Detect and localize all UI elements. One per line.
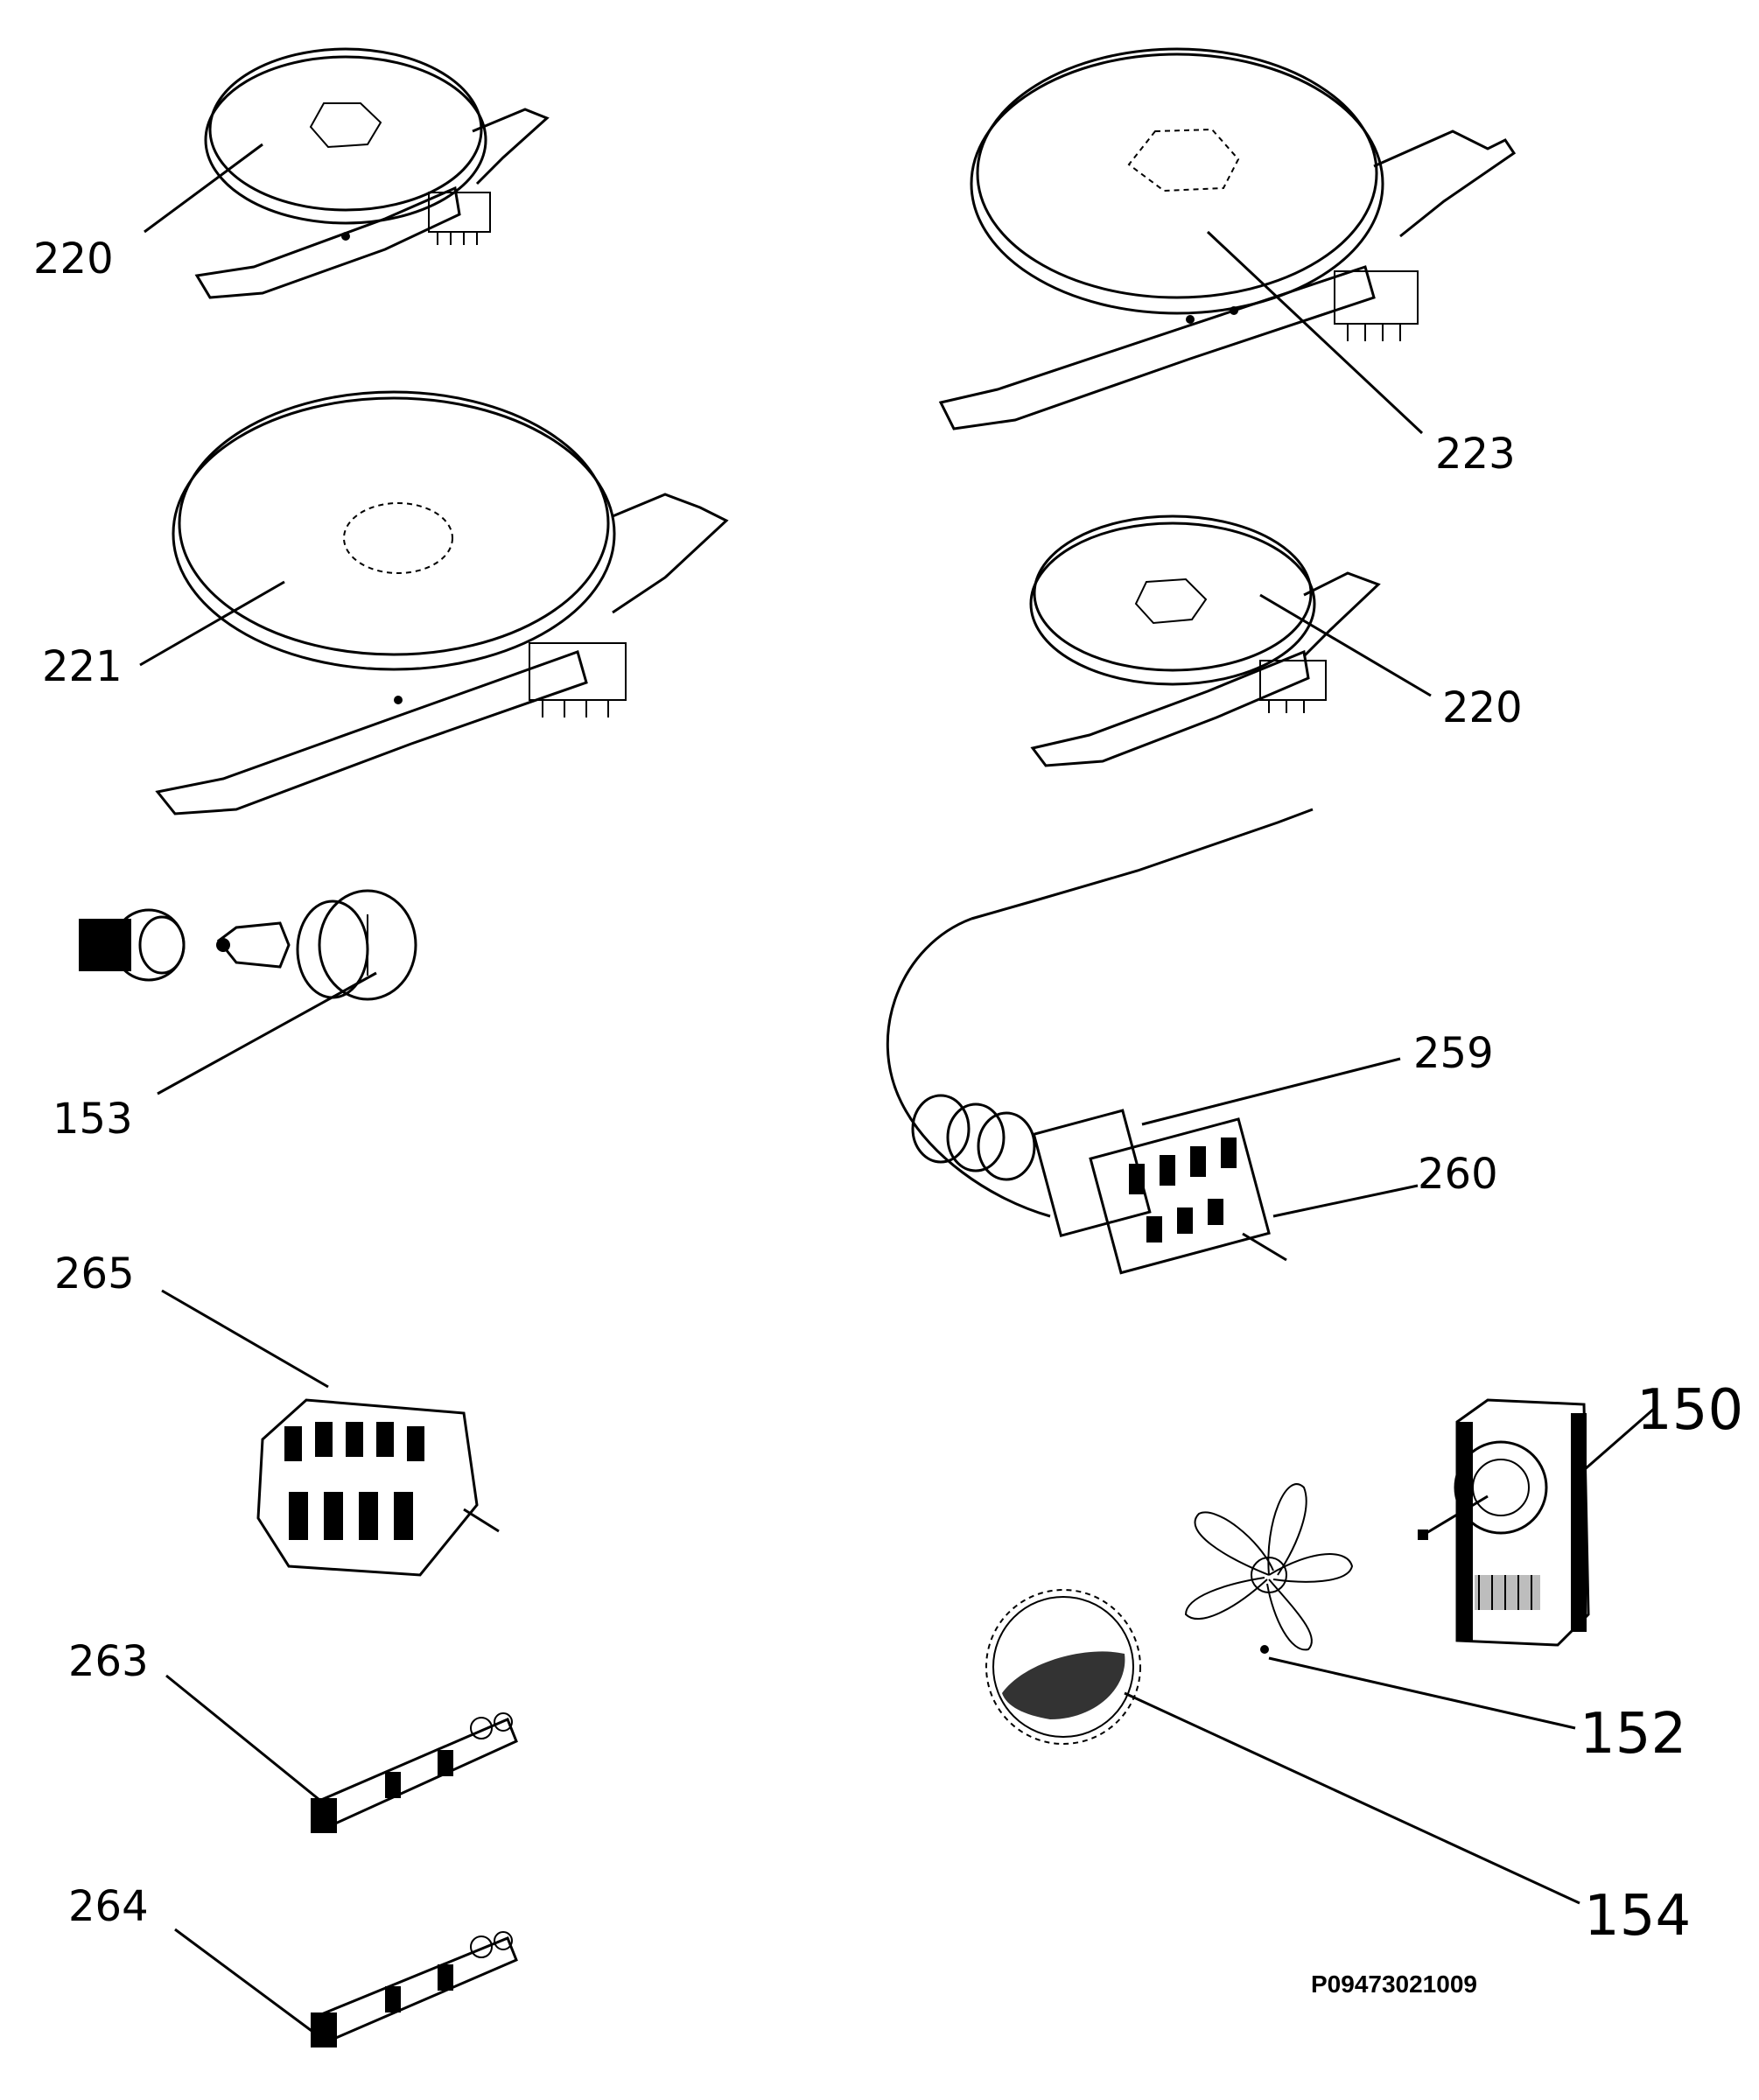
label-fan-motor: 150 (1636, 1378, 1744, 1443)
hotplate-small-right (1029, 514, 1381, 767)
energy-regulator-264 (311, 1931, 518, 2048)
leader-lines (139, 143, 1655, 2045)
drawing-code: P09473021009 (1311, 1970, 1477, 1998)
fan-blade (1184, 1483, 1354, 1654)
label-hotplate-small-top: 220 (33, 234, 114, 284)
label-hotplate-large-right: 223 (1435, 430, 1516, 479)
hotplate-small-top-left (194, 47, 550, 299)
label-energy-regulator-263: 263 (68, 1637, 149, 1686)
fan-cover (985, 1589, 1141, 1745)
oven-lamp (79, 889, 417, 1001)
label-fan-cover: 154 (1584, 1884, 1692, 1949)
label-lamp: 153 (53, 1095, 133, 1144)
label-thermostat-sensor: 259 (1413, 1029, 1494, 1078)
label-selector-switch: 265 (54, 1250, 135, 1298)
label-fan-blade: 152 (1580, 1702, 1687, 1767)
thermostat-assembly (886, 808, 1314, 1275)
label-hotplate-large-left: 221 (42, 642, 123, 691)
hotplate-large-top-right (938, 47, 1517, 430)
fan-motor (1418, 1398, 1590, 1647)
label-thermostat: 260 (1418, 1150, 1498, 1199)
energy-regulator-263 (311, 1712, 518, 1833)
hotplate-large-left (155, 390, 729, 816)
label-energy-regulator-264: 264 (68, 1882, 149, 1931)
selector-switch (256, 1398, 500, 1577)
label-hotplate-small-right: 220 (1442, 683, 1523, 732)
